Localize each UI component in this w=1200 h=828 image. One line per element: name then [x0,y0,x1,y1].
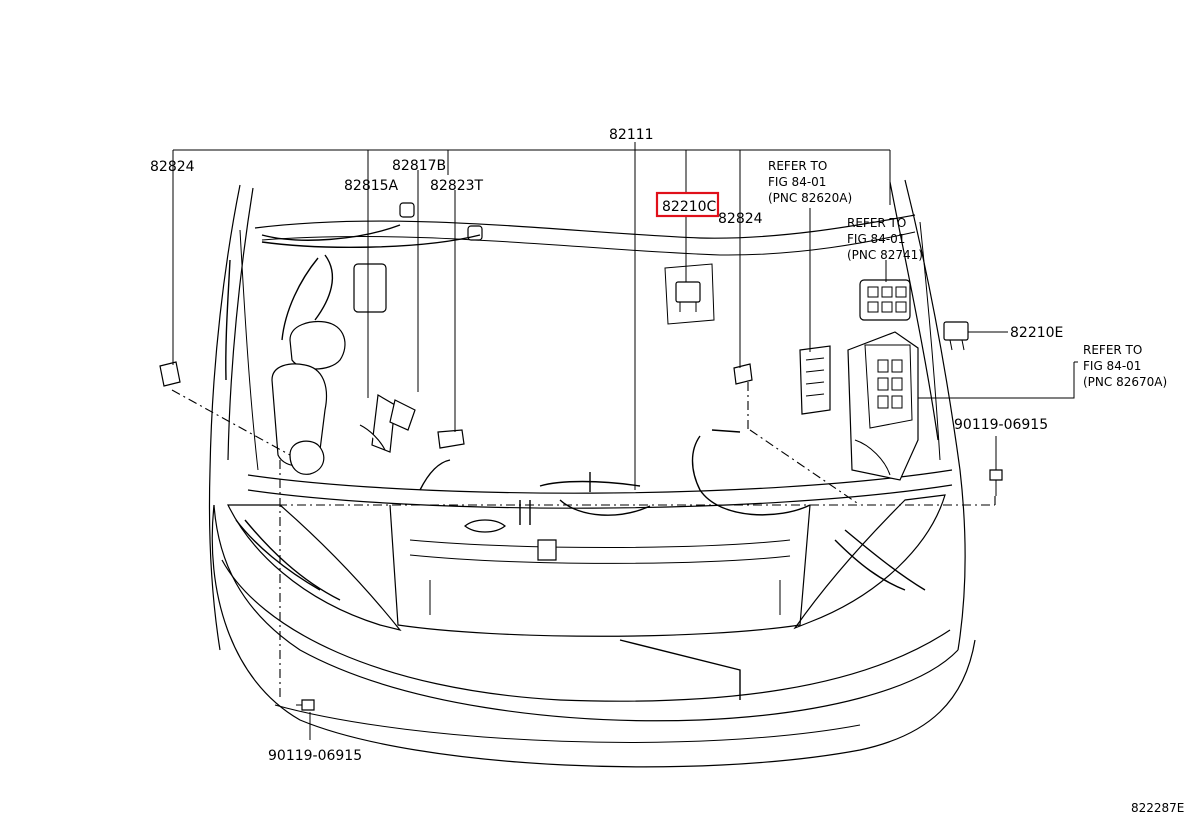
label-82210e: 82210E [1010,325,1063,341]
label-82823t: 82823T [430,178,484,194]
label-82817b: 82817B [392,158,446,174]
refer-note-82670a-line3: (PNC 82670A) [1083,375,1167,389]
highlight-box-82210c [655,191,720,218]
label-82111: 82111 [609,127,654,143]
refer-note-82741-line2: FIG 84-01 [847,232,905,246]
phantom-lines [171,382,996,700]
figure-code: 822287E [1131,801,1184,815]
refer-note-82741-line3: (PNC 82741) [847,248,923,262]
refer-note-82670a-line2: FIG 84-01 [1083,359,1141,373]
label-82815a: 82815A [344,178,399,194]
refer-note-82741: REFER TO FIG 84-01 (PNC 82741) [847,216,923,262]
refer-note-82620a-line1: REFER TO [768,159,827,173]
refer-note-82620a-line2: FIG 84-01 [768,175,826,189]
refer-note-82620a: REFER TO FIG 84-01 (PNC 82620A) [768,159,852,205]
label-82824-left: 82824 [150,159,195,175]
label-82824-mid: 82824 [718,211,763,227]
engine-bay-components [159,202,1003,711]
refer-notes: REFER TO FIG 84-01 (PNC 82620A) REFER TO… [768,159,1167,389]
refer-note-82741-line1: REFER TO [847,216,906,230]
car-body-outline [208,179,976,768]
label-90119-right: 90119-06915 [954,417,1048,433]
label-82210c: 82210C [662,199,717,215]
label-90119-bottom: 90119-06915 [268,748,362,764]
refer-note-82670a-line1: REFER TO [1083,343,1142,357]
leader-lines [172,142,1078,740]
part-labels: 82111 82824 82817B 82815A 82823T 82210C … [150,127,1184,815]
refer-note-82620a-line3: (PNC 82620A) [768,191,852,205]
refer-note-82670a: REFER TO FIG 84-01 (PNC 82670A) [1083,343,1167,389]
